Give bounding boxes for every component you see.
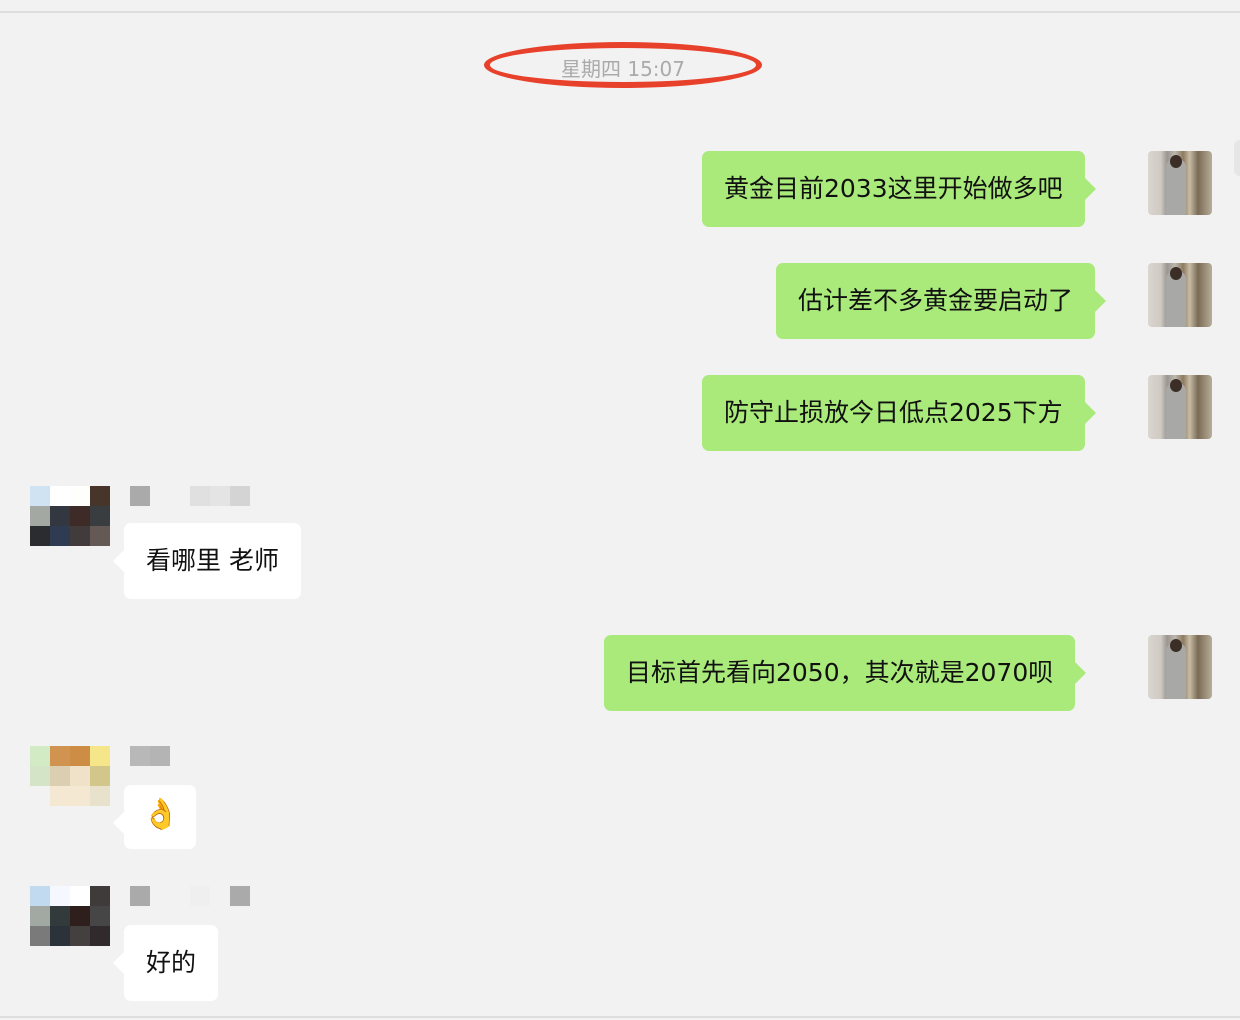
message-bubble-incoming[interactable]: 好的 <box>112 925 219 1001</box>
message-bubble-incoming-emoji[interactable]: 👌 <box>113 785 196 849</box>
sender-name-pixelated <box>130 746 170 766</box>
avatar-figure <box>1166 383 1186 439</box>
sender-name-pixelated <box>130 486 250 506</box>
avatar-head <box>1170 155 1182 168</box>
avatar-head <box>1170 267 1182 280</box>
timestamp-annotation: 星期四 15:07 <box>484 42 762 88</box>
avatar-other-pixelated[interactable] <box>30 746 110 810</box>
scrollbar[interactable] <box>1234 140 1240 176</box>
avatar-figure <box>1166 643 1186 699</box>
message-bubble-outgoing[interactable]: 黄金目前2033这里开始做多吧 <box>702 151 1096 227</box>
message-bubble-outgoing[interactable]: 目标首先看向2050，其次就是2070呗 <box>604 635 1087 711</box>
avatar-me[interactable] <box>1148 151 1212 215</box>
message-bubble-outgoing[interactable]: 防守止损放今日低点2025下方 <box>702 375 1096 451</box>
avatar-me[interactable] <box>1148 375 1212 439</box>
avatar-other-pixelated[interactable] <box>30 886 110 950</box>
message-bubble-incoming[interactable]: 看哪里 老师 <box>113 523 301 599</box>
avatar-other-pixelated[interactable] <box>30 486 110 550</box>
avatar-figure <box>1166 159 1186 215</box>
message-bubble-outgoing[interactable]: 估计差不多黄金要启动了 <box>776 263 1107 339</box>
avatar-head <box>1170 379 1182 392</box>
avatar-me[interactable] <box>1148 263 1212 327</box>
avatar-figure <box>1166 271 1186 327</box>
bottom-divider <box>0 1016 1240 1018</box>
avatar-head <box>1170 639 1182 652</box>
red-circle-annotation <box>484 42 762 88</box>
message-timestamp: 星期四 15:07 <box>561 57 685 81</box>
ok-hand-icon: 👌 <box>142 797 180 832</box>
avatar-me[interactable] <box>1148 635 1212 699</box>
sender-name-pixelated <box>130 886 250 906</box>
top-divider <box>0 11 1240 13</box>
